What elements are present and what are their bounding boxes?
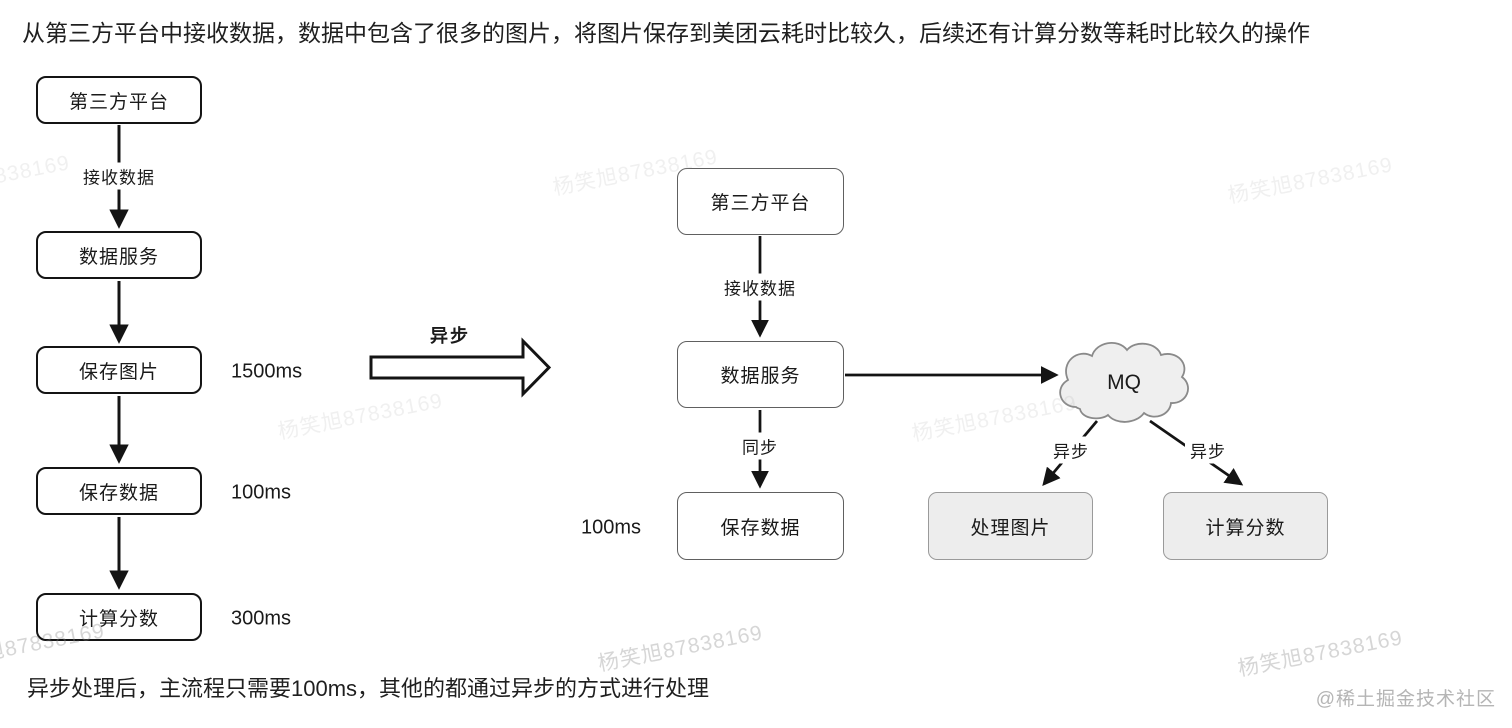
- node-save-data-right: 保存数据: [677, 492, 844, 560]
- mq-cloud-shape: [1059, 342, 1189, 423]
- community-credit: @稀土掘金技术社区: [1315, 689, 1496, 710]
- node-data-service-right: 数据服务: [677, 341, 844, 408]
- mq-cloud-label: MQ: [1107, 371, 1141, 394]
- node-save-data: 保存数据: [36, 467, 202, 515]
- edge-label-receive-data: 接收数据: [78, 162, 160, 190]
- node-compute-score-right: 计算分数: [1163, 492, 1328, 560]
- node-data-service: 数据服务: [36, 231, 202, 279]
- duration-save-data: 100ms: [231, 481, 292, 504]
- edge-label-async-left: 异步: [1048, 436, 1094, 464]
- node-third-party-platform: 第三方平台: [36, 76, 202, 124]
- transition-label-async: 异步: [430, 326, 470, 346]
- duration-save-images: 1500ms: [231, 360, 303, 383]
- duration-save-data-right: 100ms: [581, 516, 642, 539]
- edge-label-sync: 同步: [737, 432, 783, 460]
- top-note: 从第三方平台中接收数据，数据中包含了很多的图片，将图片保存到美团云耗时比较久，后…: [22, 20, 1310, 46]
- edge-label-async-right: 异步: [1185, 436, 1231, 464]
- edge-label-receive-data-right: 接收数据: [719, 273, 801, 301]
- node-compute-score: 计算分数: [36, 593, 202, 641]
- bottom-note: 异步处理后，主流程只需要100ms，其他的都通过异步的方式进行处理: [27, 676, 710, 701]
- node-save-images: 保存图片: [36, 346, 202, 394]
- node-third-party-platform-right: 第三方平台: [677, 168, 844, 235]
- duration-compute-score: 300ms: [231, 607, 292, 630]
- node-process-images: 处理图片: [928, 492, 1093, 560]
- transition-arrow: [369, 337, 552, 398]
